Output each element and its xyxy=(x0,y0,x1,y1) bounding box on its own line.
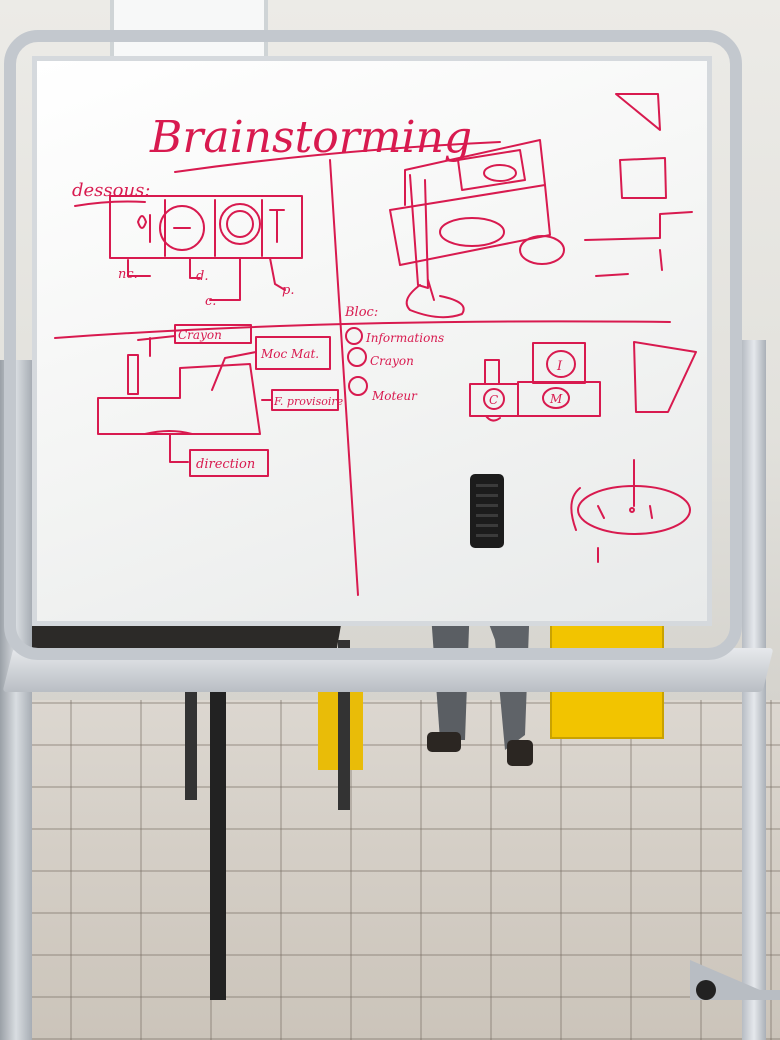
legend-item-crayon: Crayon xyxy=(370,354,414,368)
block-letter-m: M xyxy=(549,392,563,406)
stand-wheel xyxy=(690,960,780,1000)
block-letter-i: I xyxy=(556,359,563,374)
table-leg xyxy=(210,660,226,1000)
label-direction: direction xyxy=(196,457,255,472)
block-letter-c: C xyxy=(489,393,498,407)
board-title: Brainstorming xyxy=(149,112,472,163)
chassis-label-nc: nc. xyxy=(118,267,138,282)
legend-item-informations: Informations xyxy=(365,331,444,345)
legend-heading: Bloc: xyxy=(344,305,378,320)
chassis-label-p: p. xyxy=(282,283,294,298)
tiled-floor xyxy=(0,700,780,1040)
chassis-label-c: c. xyxy=(205,294,216,309)
eraser[interactable] xyxy=(470,474,504,548)
dessous-label: dessous: xyxy=(72,180,150,201)
table-leg xyxy=(185,690,197,800)
label-moc-mat: Moc Mat. xyxy=(260,347,319,361)
legend-item-moteur: Moteur xyxy=(371,389,418,403)
board-frame xyxy=(4,30,742,660)
chassis-label-d: d. xyxy=(196,269,208,284)
label-crayon: Crayon xyxy=(178,328,222,342)
label-f-provisoire: F. provisoire xyxy=(273,395,344,408)
